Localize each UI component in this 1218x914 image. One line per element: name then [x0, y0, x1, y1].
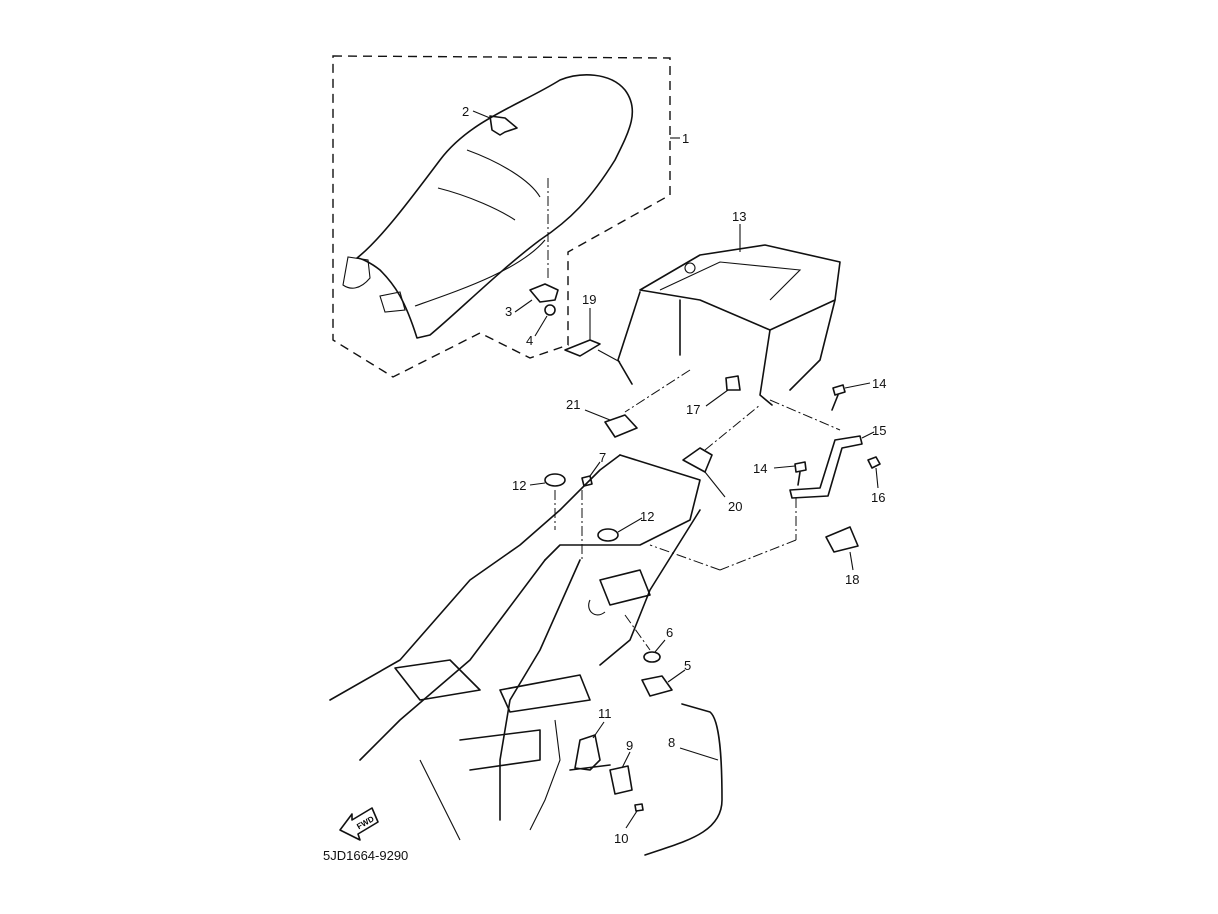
callout-18: 18	[845, 572, 859, 587]
callout-13: 13	[732, 209, 746, 224]
callout-9: 9	[626, 738, 633, 753]
grommet-part-17	[725, 375, 741, 391]
rack-pad-part-21	[604, 414, 638, 438]
bolt-part-14b	[794, 461, 807, 486]
callout-1: 1	[682, 131, 689, 146]
seat-assembly-boundary	[332, 55, 671, 378]
seat	[342, 74, 634, 339]
rack-pad-part-19	[564, 339, 601, 357]
callout-11: 11	[598, 706, 612, 721]
frame	[329, 454, 701, 841]
callout-3: 3	[505, 304, 512, 319]
callout-4: 4	[526, 333, 533, 348]
callout-6: 6	[666, 625, 673, 640]
callout-2: 2	[462, 104, 469, 119]
callout-14b: 14	[753, 461, 767, 476]
callout-5: 5	[684, 658, 691, 673]
diagram-code: 5JD1664-9290	[323, 848, 408, 863]
bracket-part-11	[569, 734, 611, 771]
callout-14a: 14	[872, 376, 886, 391]
callout-15: 15	[872, 423, 886, 438]
callout-8: 8	[668, 735, 675, 750]
seat-lock-part-5	[641, 675, 673, 697]
cable-part-8	[644, 703, 723, 856]
callout-12b: 12	[640, 509, 654, 524]
stay-part-15	[789, 435, 863, 499]
reflector-part-18	[825, 526, 859, 553]
collar-part-6	[643, 651, 661, 663]
bolt-part-14a	[831, 384, 846, 411]
nut-part-16	[867, 456, 881, 469]
grommet-part-12b	[597, 528, 619, 542]
nut-part-7	[581, 475, 593, 487]
screw-part-10	[634, 803, 644, 812]
callout-10: 10	[614, 831, 628, 846]
seat-strap-part	[489, 115, 518, 136]
callout-20: 20	[728, 499, 742, 514]
seat-bracket-part	[529, 283, 559, 303]
callout-21: 21	[566, 397, 580, 412]
callout-7: 7	[599, 450, 606, 465]
callout-16: 16	[871, 490, 885, 505]
rear-rack	[617, 244, 841, 406]
damper-part-20	[682, 447, 713, 473]
callout-12a: 12	[512, 478, 526, 493]
callout-17: 17	[686, 402, 700, 417]
lock-part-9	[609, 765, 633, 795]
fwd-arrow: FWD	[339, 807, 379, 841]
callouts: 1 2 3 4 5 6 7 8 9 10 11 12 12 13 14 14 1…	[462, 104, 886, 846]
callout-19: 19	[582, 292, 596, 307]
grommet-part-12a	[544, 473, 566, 487]
nut-part	[544, 304, 556, 316]
